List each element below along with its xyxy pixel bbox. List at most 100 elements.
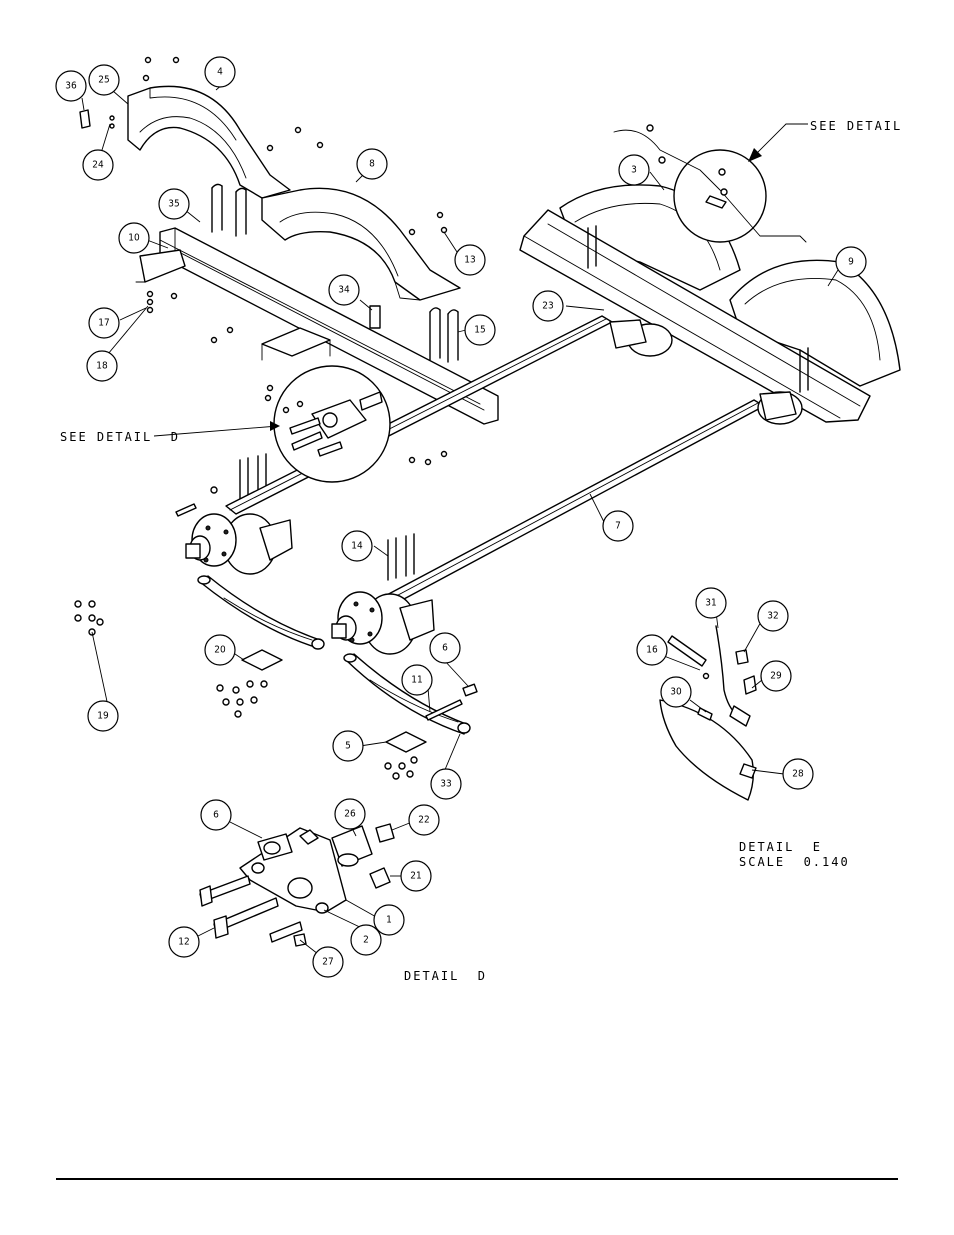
svg-text:11: 11: [411, 675, 422, 686]
svg-text:20: 20: [214, 645, 226, 656]
callout-31: 31: [695, 587, 727, 619]
bushing-6-small: [462, 683, 478, 697]
svg-text:7: 7: [615, 521, 621, 532]
svg-text:31: 31: [705, 598, 716, 609]
svg-text:35: 35: [168, 199, 179, 210]
spring-plate-5: [385, 731, 427, 753]
detail-e-callout-circle: [613, 124, 807, 243]
nut-cluster-5: [384, 756, 418, 780]
u-bolt-14: [239, 453, 415, 581]
callout-6-lower: 6: [200, 799, 232, 831]
callout-15: 15: [464, 314, 496, 346]
callout-23: 23: [532, 290, 564, 322]
u-bolt-upper-right: [587, 225, 809, 393]
detail-e-view: [659, 625, 757, 801]
bolt-11: [425, 699, 463, 721]
leaf-spring-rear: [343, 653, 471, 735]
callout-9: 9: [835, 246, 867, 278]
svg-text:21: 21: [410, 871, 421, 882]
u-bolt-15: [429, 307, 459, 363]
callout-36: 36: [55, 70, 87, 102]
callout-28: 28: [782, 758, 814, 790]
svg-text:19: 19: [97, 711, 109, 722]
callout-2: 2: [350, 924, 382, 956]
fender-bolts-left: [109, 56, 448, 236]
axle-rear-7: [365, 399, 765, 615]
callout-5: 5: [332, 730, 364, 762]
svg-text:14: 14: [351, 541, 363, 552]
svg-text:9: 9: [848, 257, 854, 268]
frame-rail-left: [135, 227, 499, 425]
svg-text:22: 22: [418, 815, 429, 826]
svg-text:15: 15: [474, 325, 485, 336]
svg-text:16: 16: [646, 645, 658, 656]
nut-cluster-20: [216, 680, 268, 718]
callout-32: 32: [757, 600, 789, 632]
svg-text:29: 29: [770, 671, 782, 682]
detail-e-title: DETAIL E: [739, 840, 822, 854]
callout-8: 8: [356, 148, 388, 180]
svg-text:32: 32: [767, 611, 778, 622]
u-bolt-upper-left: [211, 183, 247, 237]
plate-34: [369, 305, 381, 329]
svg-text:23: 23: [542, 301, 553, 312]
callout-7: 7: [602, 510, 634, 542]
svg-text:5: 5: [345, 741, 351, 752]
callout-14: 14: [341, 530, 373, 562]
clip-36: [79, 109, 91, 129]
callout-34: 34: [328, 274, 360, 306]
see-detail-d-note: SEE DETAIL D: [60, 430, 180, 444]
svg-text:10: 10: [128, 233, 140, 244]
svg-text:26: 26: [344, 809, 356, 820]
callout-19: 19: [87, 700, 119, 732]
fender-left-rear: [261, 187, 461, 301]
svg-text:30: 30: [670, 687, 682, 698]
hub-brake-right: [609, 319, 803, 425]
callout-12: 12: [168, 926, 200, 958]
callout-6-upper: 6: [429, 632, 461, 664]
callout-3: 3: [618, 154, 650, 186]
callout-10: 10: [118, 222, 150, 254]
callout-30: 30: [660, 676, 692, 708]
svg-text:18: 18: [96, 361, 108, 372]
detail-e-scale: SCALE 0.140: [739, 855, 850, 869]
callout-16: 16: [636, 634, 668, 666]
callout-33: 33: [430, 768, 462, 800]
svg-text:17: 17: [98, 318, 109, 329]
callout-11: 11: [401, 664, 433, 696]
bolt-upper-left: [175, 503, 197, 517]
callout-20: 20: [204, 634, 236, 666]
callout-22: 22: [408, 804, 440, 836]
callout-13: 13: [454, 244, 486, 276]
nut-cluster-17-18: [146, 290, 448, 494]
callout-4: 4: [204, 56, 236, 88]
callout-29: 29: [760, 660, 792, 692]
detail-d-title: DETAIL D: [404, 969, 487, 983]
hub-brake-rear-left: [331, 591, 435, 655]
svg-text:6: 6: [213, 810, 219, 821]
svg-text:25: 25: [98, 75, 109, 86]
nut-cluster-19: [74, 600, 104, 636]
fender-left-front: [127, 85, 291, 199]
hub-brake-front-left: [185, 513, 293, 575]
callout-25: 25: [88, 64, 120, 96]
svg-text:1: 1: [386, 915, 392, 926]
svg-text:3: 3: [631, 165, 637, 176]
svg-text:34: 34: [338, 285, 350, 296]
callout-21: 21: [400, 860, 432, 892]
svg-text:13: 13: [464, 255, 475, 266]
callout-35: 35: [158, 188, 190, 220]
svg-text:28: 28: [792, 769, 804, 780]
see-detail-top-note: SEE DETAIL: [810, 119, 902, 133]
svg-text:2: 2: [363, 935, 369, 946]
svg-text:4: 4: [217, 67, 223, 78]
detail-d-circle: [273, 365, 391, 483]
svg-text:24: 24: [92, 160, 104, 171]
see-detail-arrow: [748, 123, 808, 162]
svg-text:8: 8: [369, 159, 375, 170]
svg-text:33: 33: [440, 779, 451, 790]
detail-d-exploded: [199, 823, 395, 947]
svg-text:12: 12: [178, 937, 189, 948]
